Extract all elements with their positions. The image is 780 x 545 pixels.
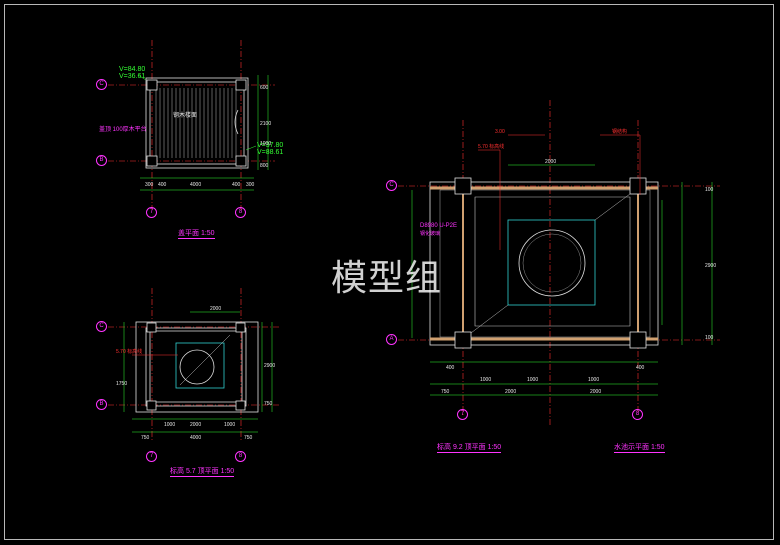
dim-label: 1000 [480, 377, 492, 383]
drawing-title: 水池示平面 1:50 [614, 444, 665, 453]
dim-label: 750 [244, 435, 253, 441]
axis-bubble-c: C [96, 79, 107, 90]
dim-label: 2000 [590, 389, 602, 395]
dim-label: 1000 [588, 377, 600, 383]
note-label: 5.70 标高线 [116, 349, 143, 355]
drawing-title: 标高 9.2 顶平面 1:50 [437, 444, 502, 453]
dim-label: 800 [260, 163, 269, 169]
dim-label: 300 [145, 182, 154, 188]
dim-label: 100 [705, 335, 714, 341]
axis-bubble-b: B [96, 399, 107, 410]
dim-label: 2000 [505, 389, 517, 395]
axis-bubble-c: C [386, 180, 397, 191]
level-label: V=36.61 [119, 73, 146, 80]
level-label: V=37.80 [257, 142, 284, 149]
axis-bubble-8: 8 [235, 451, 246, 462]
dim-label: 400 [158, 182, 167, 188]
note-label: 钢木楼面 [173, 113, 198, 119]
note-label: 钢结构 [612, 129, 628, 135]
dim-label: 4000 [190, 182, 202, 188]
dim-label: 2900 [705, 263, 717, 269]
dim-label: 600 [260, 85, 269, 91]
note-label: 盖顶 100厚木平台 [99, 127, 147, 133]
dim-label: 400 [636, 365, 645, 371]
level-label: V=84.80 [119, 66, 146, 73]
dim-label: 750 [264, 401, 273, 407]
level-label: V=88.61 [257, 149, 284, 156]
axis-bubble-a: A [386, 334, 397, 345]
note-label: 钢化玻璃 [420, 231, 441, 237]
dim-label: 2000 [210, 306, 222, 312]
axis-bubble-7: 7 [146, 451, 157, 462]
dim-label: 300 [246, 182, 255, 188]
dim-label: 750 [141, 435, 150, 441]
drawing-border [4, 4, 774, 540]
dim-label: 2000 [545, 159, 557, 165]
dim-label: 1000 [164, 422, 176, 428]
dim-label: 750 [441, 389, 450, 395]
axis-bubble-7: 7 [457, 409, 468, 420]
dim-label: 2000 [190, 422, 202, 428]
dim-label: 1000 [260, 141, 272, 147]
note-label: D8980 U-P2E [420, 223, 458, 229]
top-left-plan [108, 40, 275, 210]
drawing-title: 标高 5.7 顶平面 1:50 [170, 468, 235, 477]
drawing-title: 盖平面 1:50 [178, 230, 215, 239]
dim-label: 2100 [260, 121, 272, 127]
dim-label: 400 [232, 182, 241, 188]
note-label: 3.00 [495, 129, 505, 135]
dim-label: 1000 [527, 377, 539, 383]
axis-bubble-8: 8 [632, 409, 643, 420]
watermark-text: 模型组 [331, 258, 443, 299]
dim-label: 1000 [224, 422, 236, 428]
dim-label: 4000 [190, 435, 202, 441]
dim-label: 400 [446, 365, 455, 371]
right-plan [398, 100, 720, 425]
axis-bubble-c: C [96, 321, 107, 332]
axis-bubble-b: B [96, 155, 107, 166]
bottom-left-plan [108, 288, 280, 440]
axis-bubble-8: 8 [235, 207, 246, 218]
axis-bubble-7: 7 [146, 207, 157, 218]
dim-label: 2900 [264, 363, 276, 369]
note-label: 5.70 标高线 [478, 144, 505, 150]
dim-label: 1750 [116, 381, 128, 387]
dim-label: 100 [705, 187, 714, 193]
